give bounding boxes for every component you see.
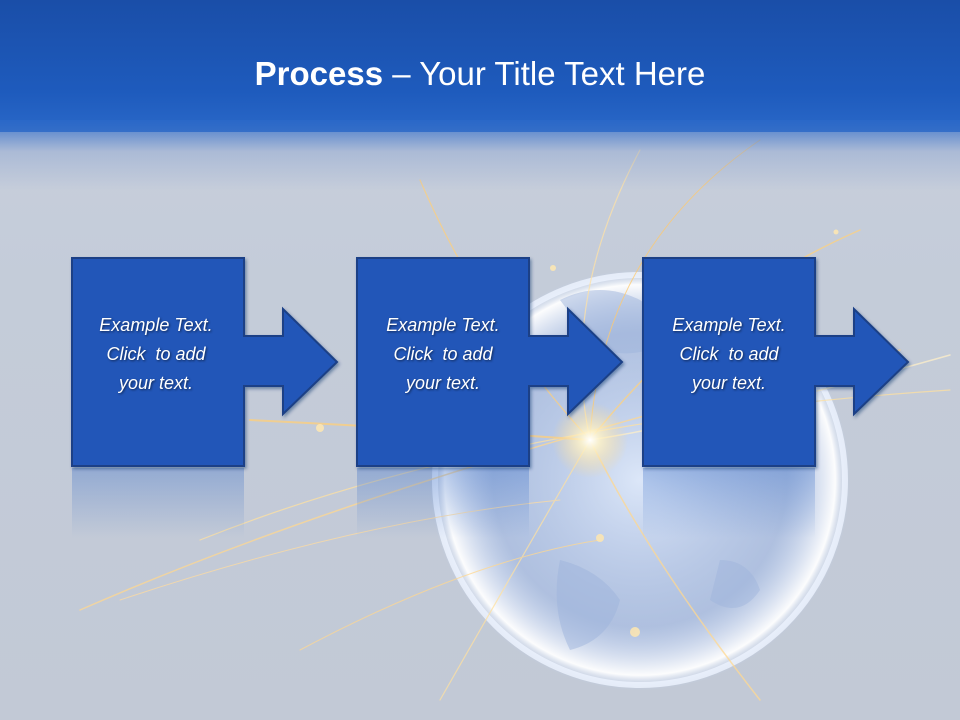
- process-step-1-shape[interactable]: [71, 257, 339, 467]
- title-bar-fade: [0, 120, 960, 190]
- step-line: Example Text.: [672, 315, 786, 335]
- step-line: Click to add: [679, 344, 779, 364]
- reflections: [72, 468, 815, 538]
- title-bold-text: Process: [254, 55, 384, 92]
- process-step-2-text[interactable]: Example Text. Click to add your text.: [357, 311, 529, 398]
- step-line: your text.: [405, 373, 481, 393]
- step-line: your text.: [118, 373, 194, 393]
- title-rest-text: – Your Title Text Here: [383, 55, 706, 92]
- step-line: Click to add: [393, 344, 493, 364]
- process-step-3-text[interactable]: Example Text. Click to add your text.: [643, 311, 815, 398]
- process-step-1-text[interactable]: Example Text. Click to add your text.: [70, 311, 242, 398]
- process-step-3-shape[interactable]: [642, 257, 910, 467]
- process-step-2-shape[interactable]: [356, 257, 624, 467]
- slide-title[interactable]: Process – Your Title Text Here: [0, 52, 960, 96]
- step-line: Example Text.: [99, 315, 213, 335]
- title-bar: [0, 0, 960, 132]
- step-line: your text.: [691, 373, 767, 393]
- step-line: Example Text.: [386, 315, 500, 335]
- step-line: Click to add: [106, 344, 206, 364]
